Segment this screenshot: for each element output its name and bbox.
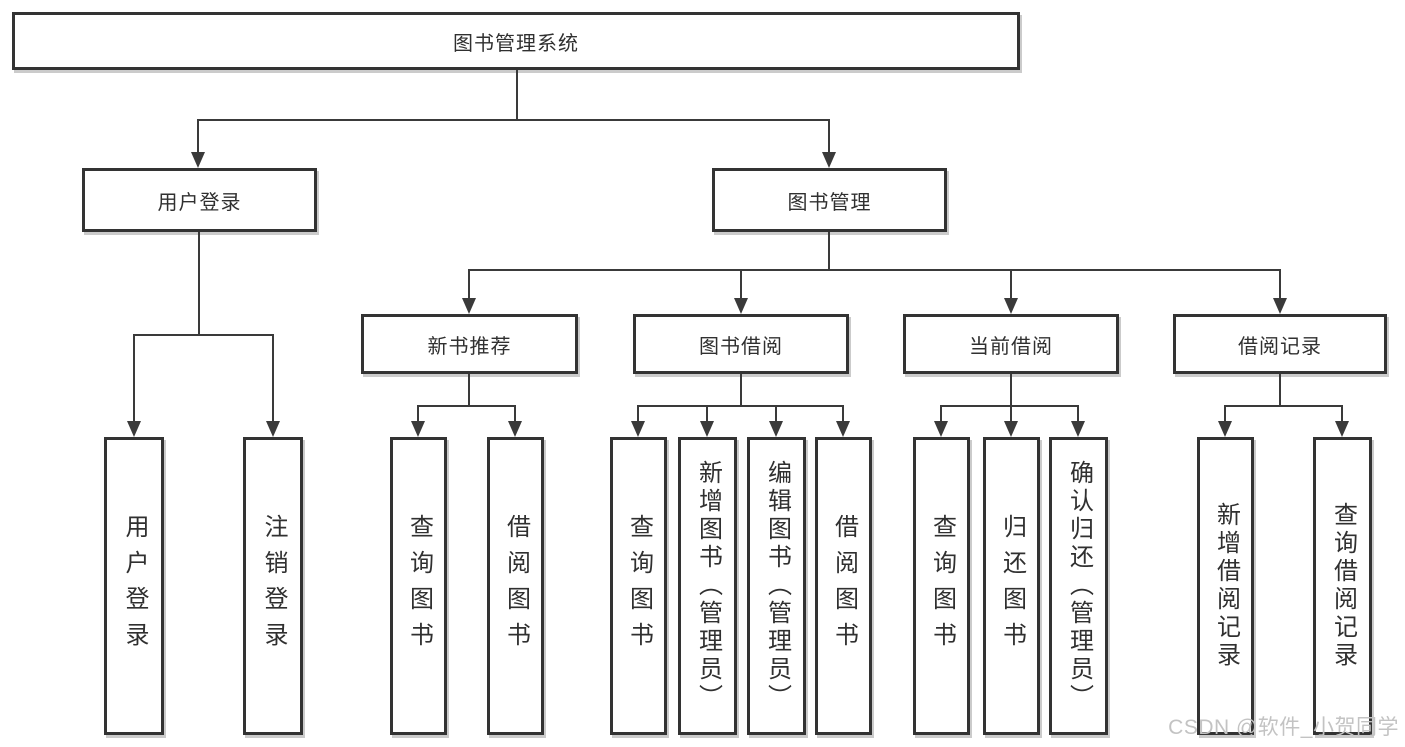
connector-drop-edit-books — [775, 405, 777, 423]
connector-drop-confirm-return — [1077, 405, 1079, 423]
arrowhead-recommend-query — [411, 421, 425, 437]
connector-drop-current-borrow — [1010, 269, 1012, 300]
connector-drop-borrow-records — [1279, 269, 1281, 300]
connector-book-borrow-stem — [740, 374, 742, 407]
connector-drop-leaf-user-login — [133, 334, 135, 423]
leaf-recommend-borrow-books-label: 借阅图书 — [502, 514, 530, 658]
connector-drop-add-record — [1224, 405, 1226, 423]
leaf-user-login-label: 用户登录 — [121, 514, 148, 658]
leaf-edit-books-admin-label: 编辑图书（管理员） — [763, 460, 791, 712]
node-current-borrow-label: 当前借阅 — [969, 335, 1053, 358]
node-book-management-label: 图书管理 — [787, 191, 872, 214]
leaf-edit-books-admin: 编辑图书（管理员） — [747, 437, 806, 735]
connector-drop-book-borrow — [740, 269, 742, 300]
connector-drop-add-books — [706, 405, 708, 423]
leaf-borrow-books: 借阅图书 — [815, 437, 872, 735]
arrowhead-new-book-recommend — [462, 298, 476, 314]
node-new-book-recommend: 新书推荐 — [361, 314, 578, 374]
leaf-borrow-books-label: 借阅图书 — [830, 514, 858, 658]
connector-user-login-stem — [198, 232, 200, 336]
leaf-query-borrow-record-label: 查询借阅记录 — [1329, 502, 1357, 670]
leaf-add-borrow-record: 新增借阅记录 — [1197, 437, 1254, 735]
leaf-add-books-admin: 新增图书（管理员） — [678, 437, 737, 735]
leaf-borrow-query-books: 查询图书 — [610, 437, 667, 735]
connector-drop-return-books — [1010, 405, 1012, 423]
connector-book-management-stem — [828, 232, 830, 271]
connector-recommend-bar — [418, 405, 516, 407]
leaf-add-borrow-record-label: 新增借阅记录 — [1212, 502, 1240, 670]
node-root-label: 图书管理系统 — [453, 32, 579, 55]
connector-drop-borrow-books — [842, 405, 844, 423]
arrowhead-add-books — [700, 421, 714, 437]
arrowhead-query-record — [1335, 421, 1349, 437]
leaf-return-books: 归还图书 — [983, 437, 1040, 735]
arrowhead-current-query — [934, 421, 948, 437]
connector-records-stem — [1279, 374, 1281, 407]
leaf-query-borrow-record: 查询借阅记录 — [1313, 437, 1372, 735]
connector-level2-bar — [469, 269, 1280, 271]
node-new-book-recommend-label: 新书推荐 — [427, 335, 512, 358]
leaf-recommend-query-books-label: 查询图书 — [405, 514, 433, 658]
connector-drop-borrow-query — [637, 405, 639, 423]
leaf-logout-label: 注销登录 — [260, 514, 287, 658]
connector-level1-bar — [198, 119, 830, 121]
arrowhead-book-management — [822, 152, 836, 168]
node-borrow-records-label: 借阅记录 — [1238, 335, 1322, 358]
connector-root-stem — [516, 70, 518, 121]
arrowhead-leaf-user-login — [127, 421, 141, 437]
arrowhead-borrow-books — [836, 421, 850, 437]
leaf-recommend-borrow-books: 借阅图书 — [487, 437, 544, 735]
arrowhead-recommend-borrow — [508, 421, 522, 437]
arrowhead-book-borrow — [734, 298, 748, 314]
node-user-login: 用户登录 — [82, 168, 317, 232]
arrowhead-leaf-logout — [266, 421, 280, 437]
connector-recommend-stem — [468, 374, 470, 407]
node-user-login-label: 用户登录 — [157, 191, 242, 214]
node-borrow-records: 借阅记录 — [1173, 314, 1387, 374]
leaf-confirm-return-admin: 确认归还（管理员） — [1049, 437, 1108, 735]
arrowhead-confirm-return — [1071, 421, 1085, 437]
arrowhead-user-login — [191, 152, 205, 168]
arrowhead-borrow-records — [1273, 298, 1287, 314]
connector-current-stem — [1010, 374, 1012, 407]
arrowhead-borrow-query — [631, 421, 645, 437]
leaf-user-login: 用户登录 — [104, 437, 164, 735]
leaf-current-query-books: 查询图书 — [913, 437, 970, 735]
csdn-watermark: CSDN @软件_小贺同学 — [1168, 716, 1399, 739]
connector-drop-book-management — [828, 119, 830, 154]
leaf-current-query-books-label: 查询图书 — [928, 514, 956, 658]
node-book-management: 图书管理 — [712, 168, 947, 232]
connector-drop-new-book-recommend — [468, 269, 470, 300]
leaf-confirm-return-admin-label: 确认归还（管理员） — [1065, 460, 1093, 712]
connector-book-borrow-bar — [638, 405, 844, 407]
leaf-recommend-query-books: 查询图书 — [390, 437, 447, 735]
leaf-add-books-admin-label: 新增图书（管理员） — [694, 460, 722, 712]
leaf-return-books-label: 归还图书 — [998, 514, 1026, 658]
node-book-borrow: 图书借阅 — [633, 314, 849, 374]
connector-drop-leaf-logout — [272, 334, 274, 423]
connector-drop-recommend-borrow — [514, 405, 516, 423]
connector-user-login-bar — [134, 334, 273, 336]
node-root: 图书管理系统 — [12, 12, 1020, 70]
node-book-borrow-label: 图书借阅 — [699, 335, 783, 358]
node-current-borrow: 当前借阅 — [903, 314, 1119, 374]
connector-drop-user-login — [197, 119, 199, 154]
arrowhead-return-books — [1004, 421, 1018, 437]
leaf-borrow-query-books-label: 查询图书 — [625, 514, 653, 658]
connector-drop-recommend-query — [417, 405, 419, 423]
arrowhead-edit-books — [769, 421, 783, 437]
arrowhead-current-borrow — [1004, 298, 1018, 314]
arrowhead-add-record — [1218, 421, 1232, 437]
connector-drop-current-query — [940, 405, 942, 423]
leaf-logout: 注销登录 — [243, 437, 303, 735]
connector-drop-query-record — [1341, 405, 1343, 423]
connector-records-bar — [1225, 405, 1343, 407]
